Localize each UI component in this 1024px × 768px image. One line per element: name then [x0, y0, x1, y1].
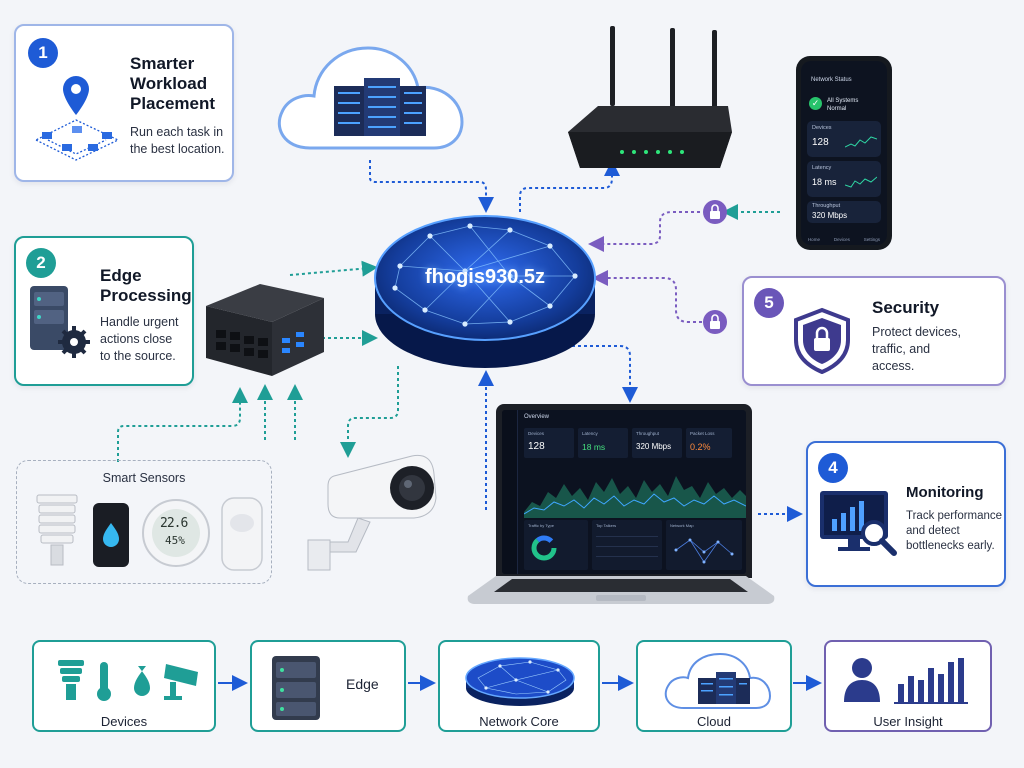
step-badge: 1: [28, 38, 58, 68]
step-badge: 4: [818, 453, 848, 483]
laptop-base: [466, 576, 776, 606]
stat-card: Devices 128: [524, 428, 574, 458]
panel-network-map: Network Map: [666, 520, 742, 570]
cloud-datacenter-illustration: [277, 46, 464, 150]
phone-header: Network Status: [811, 77, 852, 83]
card-description: Track performance and detect bottlenecks…: [906, 510, 1003, 552]
card-description: Handle urgent actions close to the sourc…: [100, 315, 179, 363]
shield-lock-icon: [794, 307, 850, 374]
phone-row: Throughput 320 Mbps: [807, 201, 881, 223]
stat-card: Latency 18 ms: [578, 428, 628, 458]
network-core-label: fhogis930.5z: [424, 266, 546, 288]
nav-settings[interactable]: Settings: [863, 237, 881, 242]
cloud-server-icon: [664, 652, 772, 709]
panel-top-talkers: Top Talkers: [592, 520, 662, 570]
edge-gateway-device: [206, 284, 324, 376]
server-stack-icon: [272, 656, 320, 720]
network-core-disc: [374, 215, 596, 368]
flow-label: Network Core: [479, 714, 559, 729]
step-badge: 5: [754, 288, 784, 318]
phone-row: Devices 128: [807, 121, 881, 157]
server-gear-icon: [30, 286, 90, 358]
thermometer-hygrometer-icon: [142, 499, 210, 567]
dashboard-sidebar: [502, 410, 518, 574]
step-badge: 2: [26, 248, 56, 278]
card-security: 5 Security Protect devices, traffic, and…: [742, 276, 1006, 386]
flow-step-user-insight: User Insight: [824, 640, 992, 732]
map-pin-network-icon: [34, 76, 120, 161]
wifi-router-illustration: [568, 26, 732, 168]
card-title: Monitoring: [906, 484, 984, 501]
device-icons-group: [58, 660, 198, 701]
network-core-disc-icon: [465, 657, 575, 706]
motion-sensor-icon: [221, 497, 263, 571]
flow-label: User Insight: [873, 714, 943, 729]
phone-nav: Home Devices Settings: [801, 237, 887, 242]
card-title: Edge Processing: [100, 266, 192, 305]
flow-step-cloud: Cloud: [636, 640, 792, 732]
flow-label: Edge: [346, 676, 379, 692]
phone-row: Latency 18 ms: [807, 161, 881, 197]
stat-card: Throughput 320 Mbps: [632, 428, 682, 458]
status-check-icon: ✓: [809, 97, 822, 110]
flow-step-devices: Devices: [32, 640, 216, 732]
user-insight-icon: [844, 658, 968, 704]
stat-card: Packet Loss 0.2%: [686, 428, 732, 458]
laptop-dashboard: Overview Devices 128 Latency 18 ms Throu…: [496, 404, 752, 578]
sensor-display-temp: 22.6: [160, 516, 188, 531]
lock-icon: [703, 200, 727, 224]
card-title: Smarter Workload Placement: [130, 54, 216, 113]
card-workload-placement: 1 Smarter Workload Placement Run each ta…: [14, 24, 234, 182]
flow-label: Devices: [100, 714, 148, 729]
nav-devices[interactable]: Devices: [833, 237, 850, 242]
sensor-display-humidity: 45%: [165, 534, 185, 547]
card-description: Protect devices, traffic, and access.: [872, 325, 961, 373]
flow-step-network-core: Network Core: [438, 640, 600, 732]
panel-traffic-by-type: Traffic by Type: [524, 520, 588, 570]
card-description: Run each task in the best location.: [130, 125, 225, 156]
monitor-chart-icon: [820, 491, 897, 556]
card-monitoring: 4 Monitoring Track performance and detec…: [806, 441, 1006, 587]
security-camera-illustration: [307, 454, 437, 571]
nav-home[interactable]: Home: [807, 237, 820, 242]
dashboard-title: Overview: [524, 414, 550, 420]
traffic-area-chart: [524, 476, 746, 518]
card-title: Security: [872, 298, 940, 317]
card-edge-processing: 2 Edge Processing Handle urgent actions …: [14, 236, 194, 386]
smart-sensors-group: Smart Sensors 22.6 45%: [16, 460, 272, 584]
weather-sensor-icon: [36, 494, 78, 566]
lock-icon: [703, 310, 727, 334]
flow-step-edge: Edge: [250, 640, 406, 732]
flow-label: Cloud: [697, 714, 731, 729]
water-leak-sensor-icon: [93, 503, 129, 567]
sensors-title: Smart Sensors: [102, 471, 186, 485]
